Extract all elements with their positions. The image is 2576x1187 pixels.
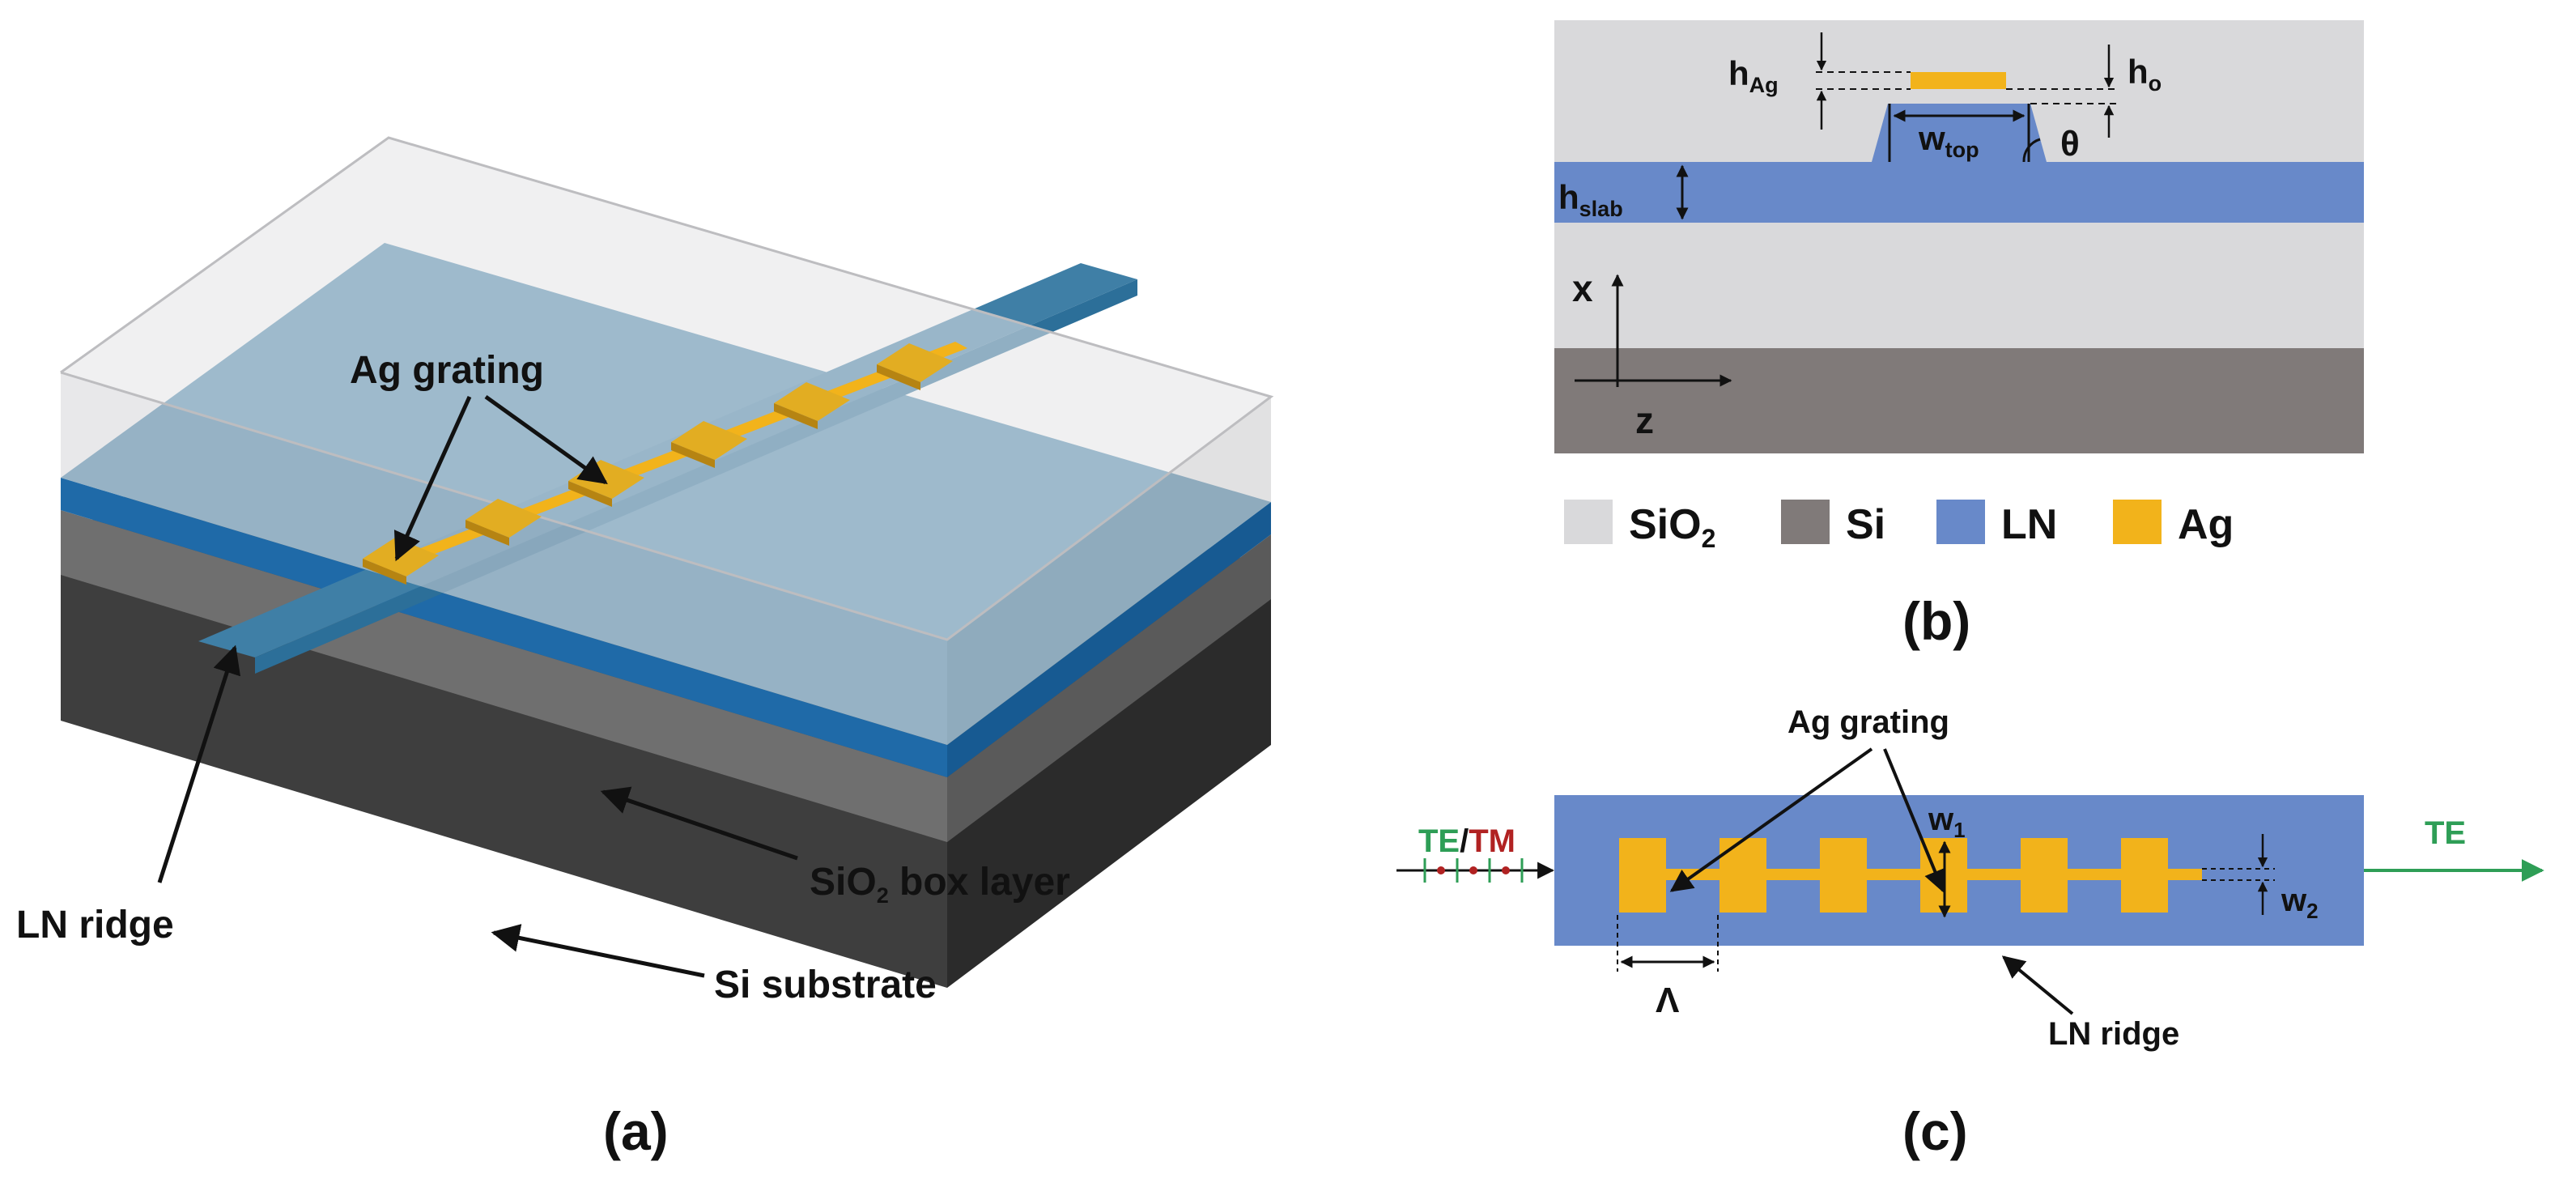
sio2-box-label: SiO2 box layer bbox=[810, 861, 1070, 908]
period-label: Λ bbox=[1656, 981, 1680, 1020]
output-polarization-label: TE bbox=[2425, 815, 2466, 851]
sio2-cladding-top bbox=[61, 138, 1271, 640]
input-polarization-label: TE/TM bbox=[1418, 823, 1515, 859]
ln-slab-front bbox=[61, 478, 947, 777]
ag-grating-pad-side-3d bbox=[671, 442, 715, 468]
legend-label-sio2: SiO2 bbox=[1629, 501, 1715, 553]
sio2-box-side bbox=[947, 534, 1271, 842]
ln-ridge-label-c: LN ridge bbox=[2048, 1016, 2179, 1052]
panel-label-b: (b) bbox=[1902, 591, 1970, 651]
legend-label-ag: Ag bbox=[2178, 501, 2234, 548]
ag-grating-pad-3d bbox=[671, 421, 747, 460]
panel-a-annotations: Ag grating LN ridge SiO2 box layer Si su… bbox=[16, 349, 1070, 1161]
ag-grating-link bbox=[1619, 869, 2202, 880]
input-field-markers bbox=[1423, 858, 1524, 883]
si-substrate-side bbox=[947, 567, 1271, 988]
legend-label-si: Si bbox=[1846, 501, 1885, 548]
material-legend: SiO2 Si LN Ag bbox=[1564, 500, 2234, 553]
panel-c-top-view: Ag grating w1 w2 Λ LN ridge TE/TM bbox=[1396, 704, 2544, 1161]
ag-grating-pad-3d bbox=[877, 343, 953, 382]
ag-grating-pad bbox=[1619, 838, 1666, 913]
ag-grating-pad-side-3d bbox=[363, 559, 406, 585]
legend-swatch-ln bbox=[1936, 500, 1985, 544]
w1-label: w1 bbox=[1928, 802, 1966, 842]
sio2-box-front bbox=[61, 510, 947, 842]
w2-label: w2 bbox=[2281, 883, 2319, 923]
ln-slab-layer bbox=[1554, 162, 2364, 223]
sio2-cladding-front bbox=[61, 372, 947, 745]
legend-swatch-ag bbox=[2113, 500, 2162, 544]
w-top-label: wtop bbox=[1918, 119, 1979, 162]
h-o-label: ho bbox=[2128, 53, 2162, 96]
legend-swatch-sio2 bbox=[1564, 500, 1613, 544]
ag-grating-pad bbox=[1820, 838, 1867, 913]
ag-grating-pad-3d bbox=[465, 499, 542, 538]
h-ag-label: hAg bbox=[1728, 54, 1779, 97]
ag-grating-label-c: Ag grating bbox=[1787, 704, 1949, 740]
ag-grating-pad bbox=[2021, 838, 2068, 913]
panel-label-c: (c) bbox=[1902, 1101, 1968, 1161]
ag-strip bbox=[1911, 72, 2006, 89]
ag-grating-label-a: Ag grating bbox=[350, 349, 544, 392]
z-axis-label: z bbox=[1635, 399, 1654, 441]
ag-grating-pad-side-3d bbox=[465, 520, 509, 546]
ag-grating-pad-side-3d bbox=[774, 403, 818, 429]
ln-ridge-label-a: LN ridge bbox=[16, 904, 174, 947]
panel-label-a: (a) bbox=[603, 1101, 669, 1161]
ln-slab-side bbox=[947, 502, 1271, 777]
x-axis-label: x bbox=[1572, 267, 1593, 309]
legend-swatch-si bbox=[1781, 500, 1830, 544]
ag-grating-pad-side-3d bbox=[568, 481, 612, 507]
panel-b-cross-section: hAg ho wtop θ hslab x z SiO2 Si LN Ag bbox=[1554, 20, 2364, 651]
ag-grating-pad bbox=[2121, 838, 2168, 913]
sio2-cladding-side bbox=[947, 397, 1271, 745]
si-substrate-layer bbox=[1554, 348, 2364, 453]
panel-a-device-3d bbox=[60, 136, 1274, 988]
si-substrate-label: Si substrate bbox=[714, 964, 937, 1006]
ag-grating-pad-3d bbox=[774, 382, 850, 421]
h-slab-label: hslab bbox=[1558, 178, 1623, 221]
legend-label-ln: LN bbox=[2001, 501, 2057, 548]
sio2-box-layer bbox=[1554, 223, 2364, 348]
ag-grating-pad-side-3d bbox=[877, 364, 920, 390]
ag-grating-pad bbox=[1719, 838, 1766, 913]
theta-label: θ bbox=[2060, 124, 2080, 164]
